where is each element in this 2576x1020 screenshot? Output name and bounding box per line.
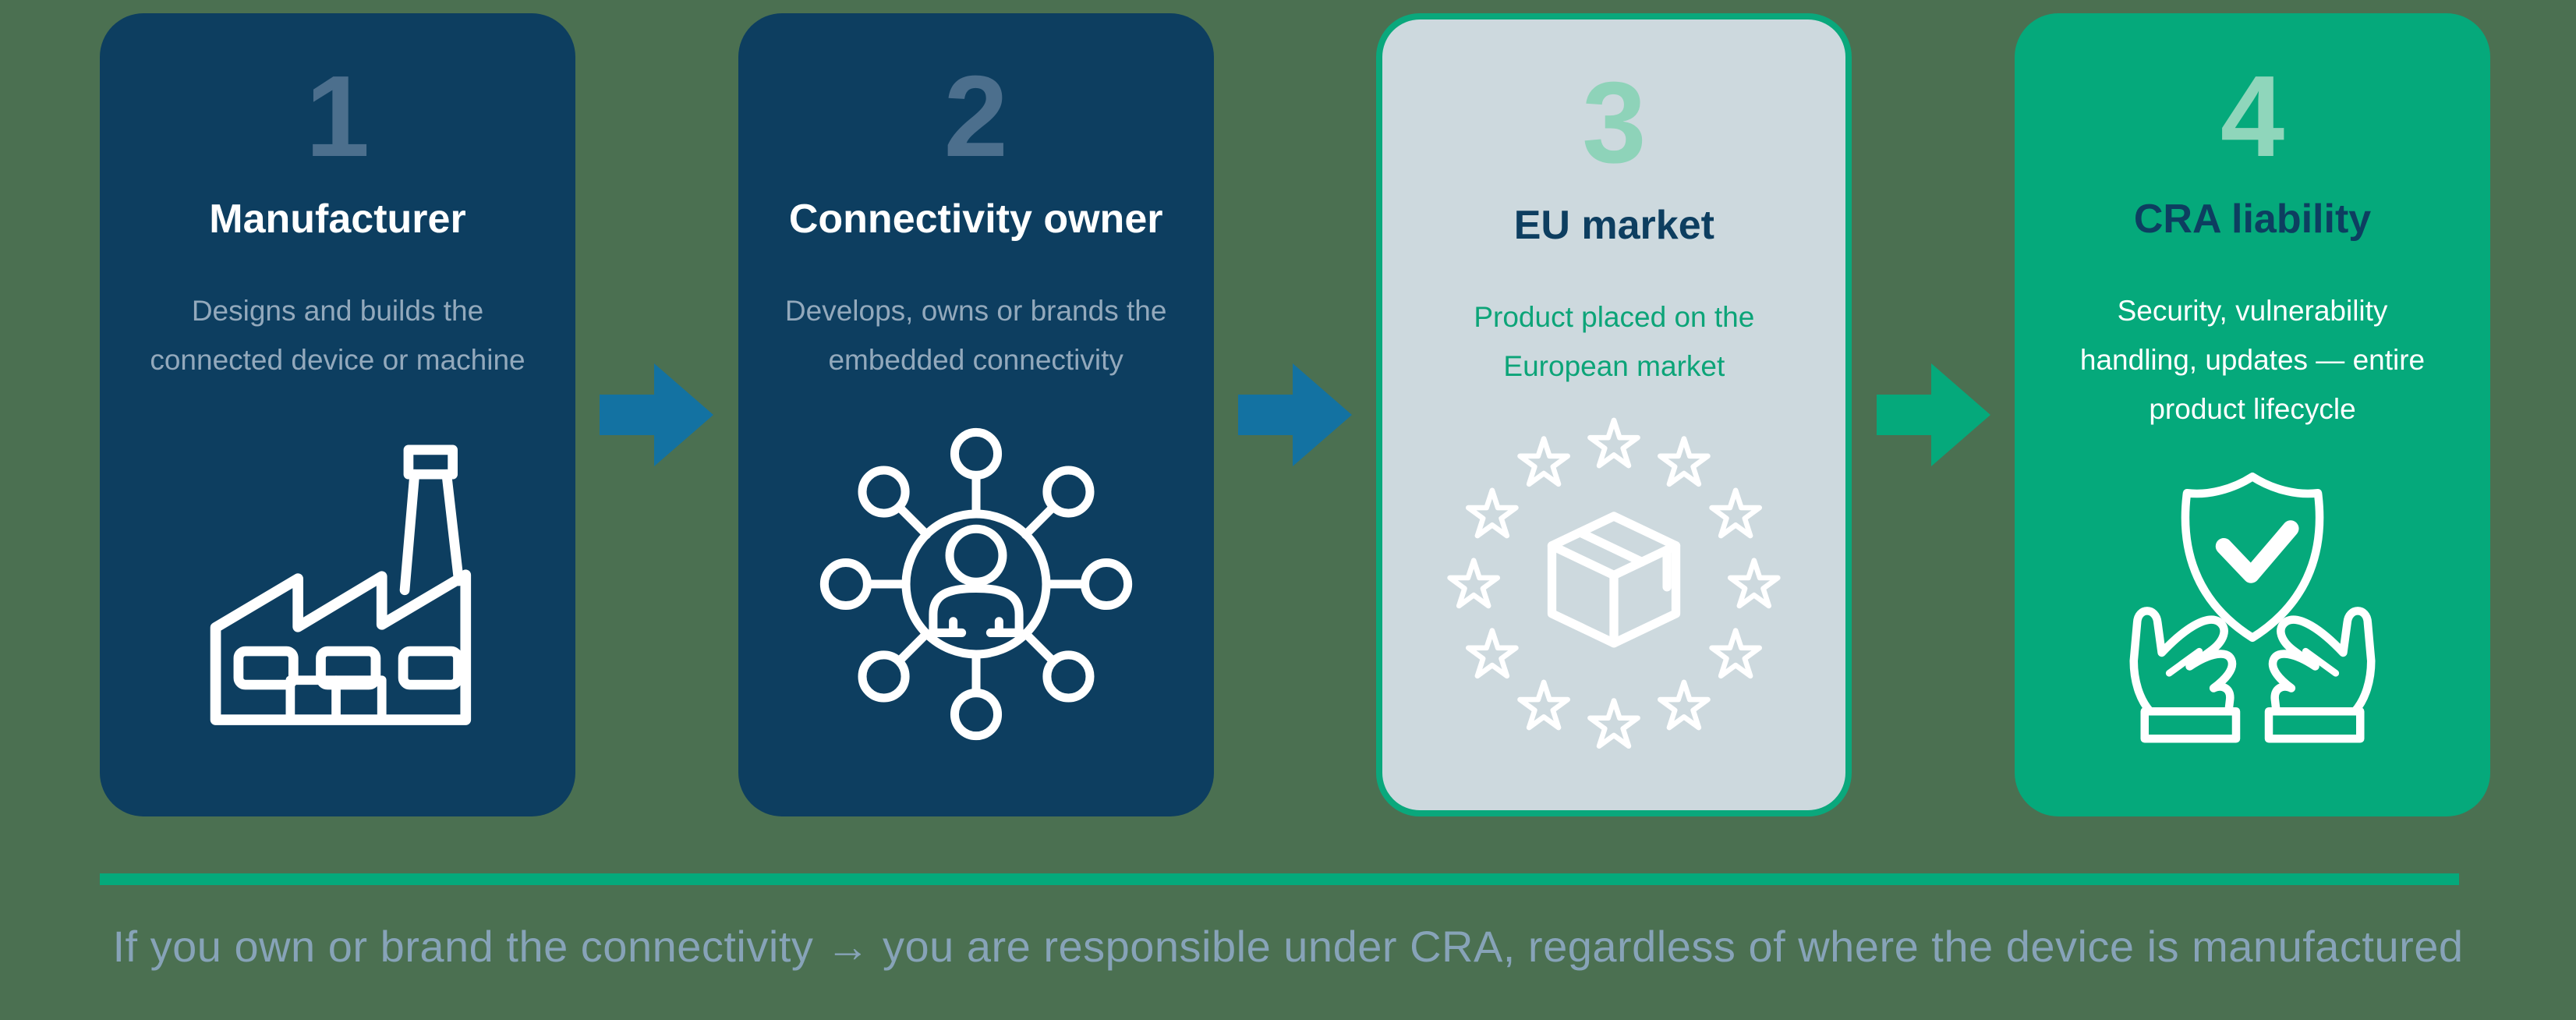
cards-row: 1 Manufacturer Designs and builds the co… bbox=[100, 13, 2491, 816]
step-number: 2 bbox=[943, 52, 1008, 181]
eu-stars-ring bbox=[1447, 417, 1782, 749]
right-arrow-icon bbox=[1238, 363, 1352, 466]
step-number: 4 bbox=[2220, 52, 2285, 181]
card-cra-liability: 4 CRA liability Security, vulnerability … bbox=[2015, 13, 2491, 816]
card-title: Manufacturer bbox=[209, 196, 466, 242]
card-title: CRA liability bbox=[2133, 196, 2372, 242]
step-number: 1 bbox=[305, 52, 370, 181]
card-icon-area bbox=[117, 385, 558, 784]
shield-hands-icon bbox=[2089, 466, 2416, 753]
flow-arrow-3 bbox=[1852, 13, 2015, 816]
network-hub-icon bbox=[819, 427, 1134, 742]
card-title: EU market bbox=[1513, 202, 1714, 248]
footer-note: If you own or brand the connectivity → y… bbox=[112, 922, 2464, 971]
divider-rule bbox=[100, 873, 2459, 885]
right-arrow-icon bbox=[600, 363, 714, 466]
card-description: Designs and builds the connected device … bbox=[150, 294, 525, 376]
left-hand bbox=[2129, 606, 2241, 743]
flow-arrow-1 bbox=[575, 13, 738, 816]
card-connectivity-owner: 2 Connectivity owner Develops, owns or b… bbox=[738, 13, 1214, 816]
card-description: Develops, owns or brands the embedded co… bbox=[784, 294, 1167, 376]
card-icon-area bbox=[1399, 391, 1828, 777]
card-description: Product placed on the European market bbox=[1474, 300, 1755, 382]
eu-stars-box-icon bbox=[1442, 406, 1785, 763]
card-eu-market: 3 EU market Product placed on the Europe… bbox=[1376, 13, 1852, 816]
right-arrow-icon bbox=[1876, 363, 1990, 466]
step-number: 3 bbox=[1582, 58, 1647, 187]
card-title: Connectivity owner bbox=[788, 196, 1163, 242]
card-icon-area bbox=[755, 385, 1197, 784]
package-box bbox=[1548, 512, 1681, 648]
flow-arrow-2 bbox=[1214, 13, 1377, 816]
card-icon-area bbox=[2032, 434, 2473, 784]
factory-icon bbox=[200, 439, 475, 729]
card-description: Security, vulnerability handling, update… bbox=[2079, 294, 2426, 425]
card-manufacturer: 1 Manufacturer Designs and builds the co… bbox=[100, 13, 575, 816]
right-hand bbox=[2264, 606, 2376, 743]
